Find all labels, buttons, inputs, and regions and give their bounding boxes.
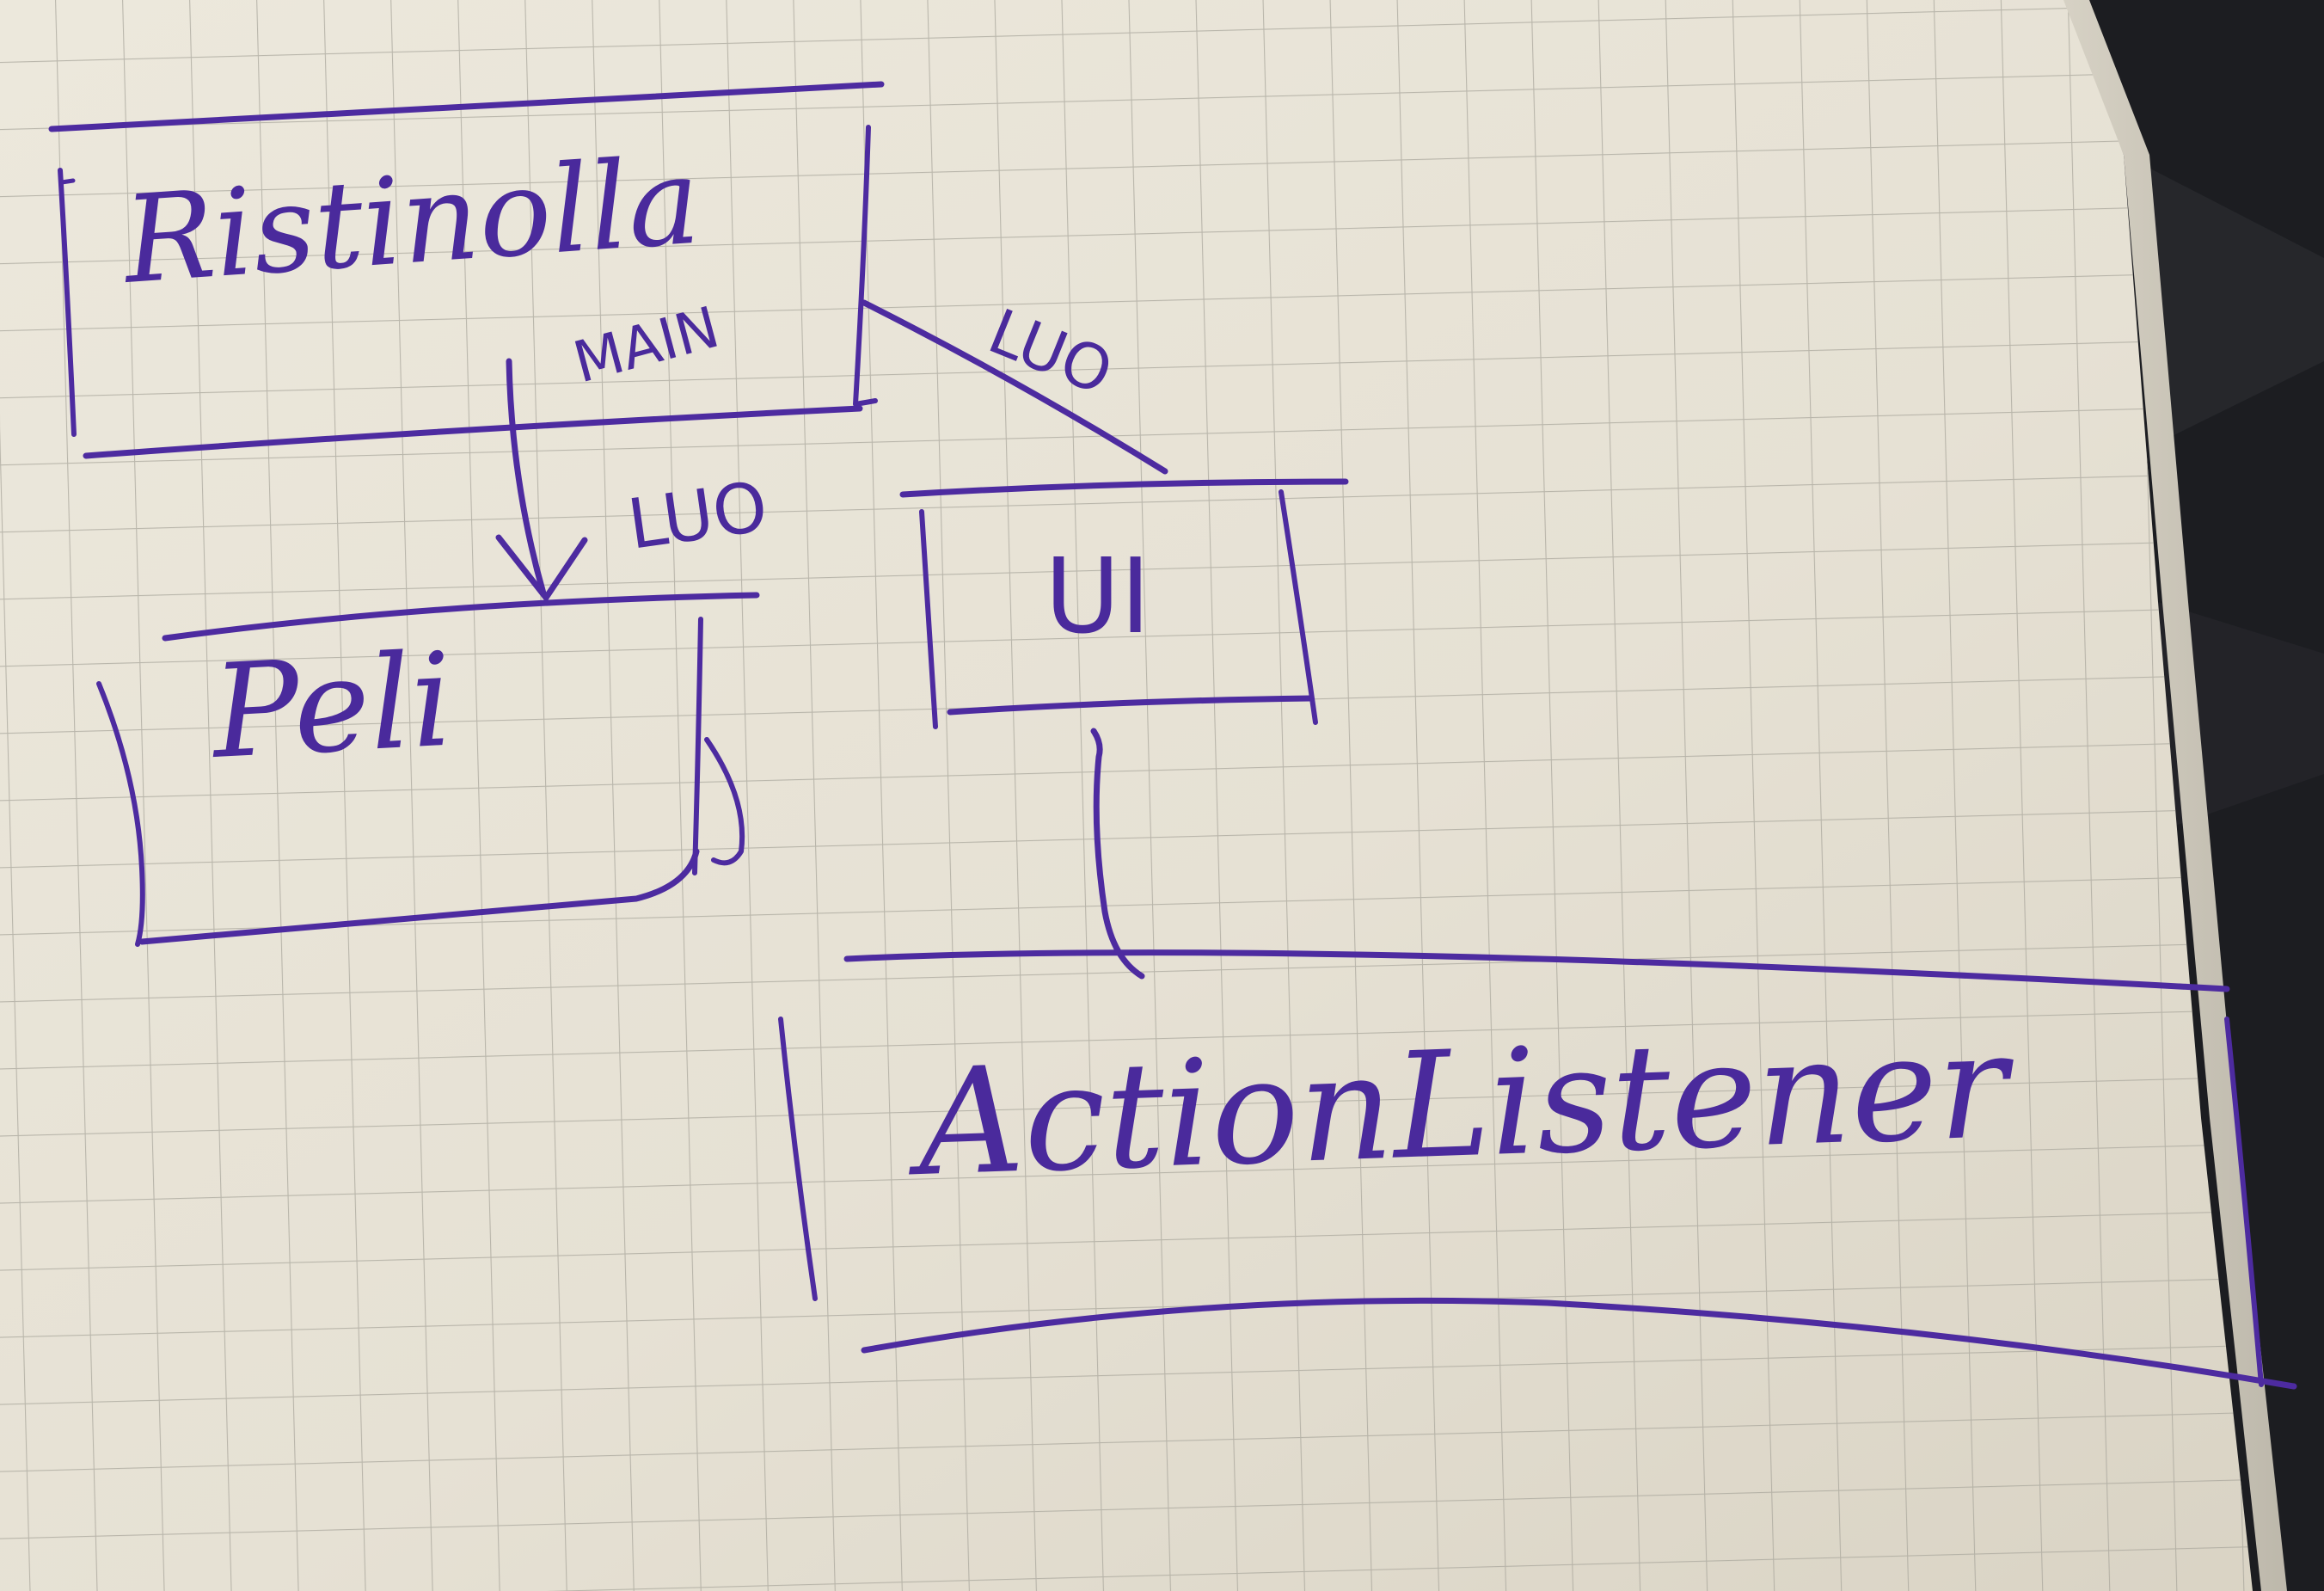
peli-label: Peli bbox=[206, 626, 457, 789]
luo-label-peli: LUO bbox=[623, 466, 772, 565]
page-edge bbox=[2059, 0, 2287, 1591]
ristinolla-box bbox=[48, 81, 885, 459]
ui-box bbox=[899, 478, 1349, 729]
actionlistener-label: ActionListener bbox=[904, 1001, 2018, 1210]
actionlistener-box bbox=[778, 949, 2297, 1390]
ui-label: UI bbox=[1045, 538, 1150, 657]
line-ui-to-actionlistener bbox=[1090, 728, 1145, 980]
line-ristinolla-to-ui bbox=[861, 299, 1168, 475]
arrow-ristinolla-to-peli bbox=[495, 358, 588, 601]
peli-box bbox=[96, 592, 760, 947]
